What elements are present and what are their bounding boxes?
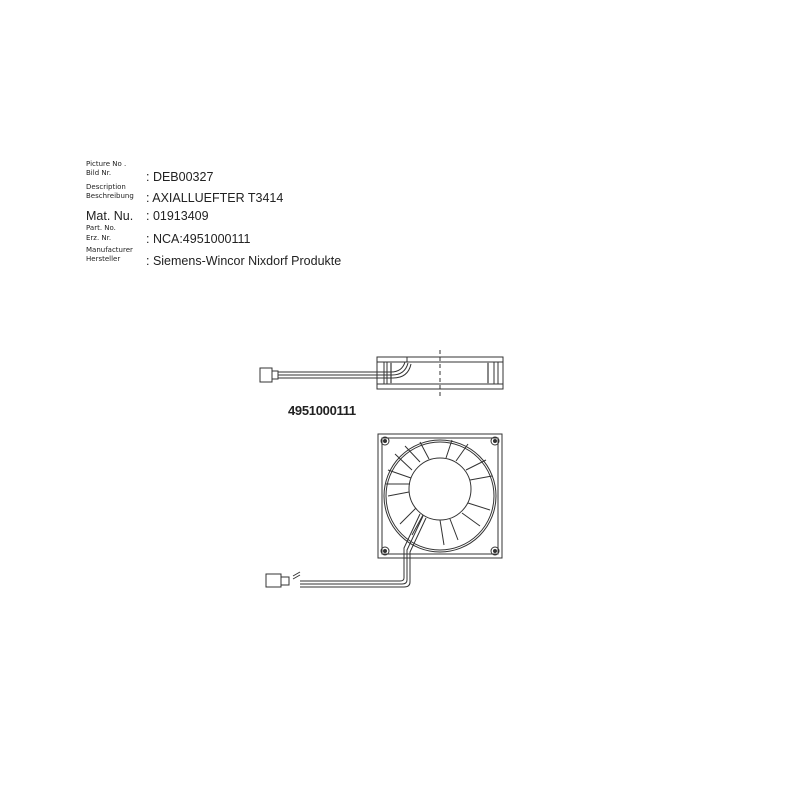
drawing-part-number: 4951000111 [288,403,356,418]
label-bild-nr: Bild Nr. [86,169,112,177]
label-hersteller: Hersteller [86,255,121,263]
value-part-no: : NCA:4951000111 [146,232,251,246]
label-picture-no: Picture No . [86,160,127,168]
label-mat-nu: Mat. Nu. [86,209,134,223]
value-picture-no: : DEB00327 [146,170,214,184]
label-beschreibung: Beschreibung [86,192,134,200]
value-manufacturer: : Siemens-Wincor Nixdorf Produkte [146,254,342,268]
label-erz-nr: Erz. Nr. [86,234,112,242]
label-manufacturer: Manufacturer [86,246,133,254]
value-description: : AXIALLUEFTER T3414 [146,191,284,205]
fan-side-view [259,350,504,396]
label-description: Description [86,183,126,191]
fan-front-view [265,433,503,588]
value-mat-nu: : 01913409 [146,209,209,223]
label-part-no: Part. No. [86,224,116,232]
